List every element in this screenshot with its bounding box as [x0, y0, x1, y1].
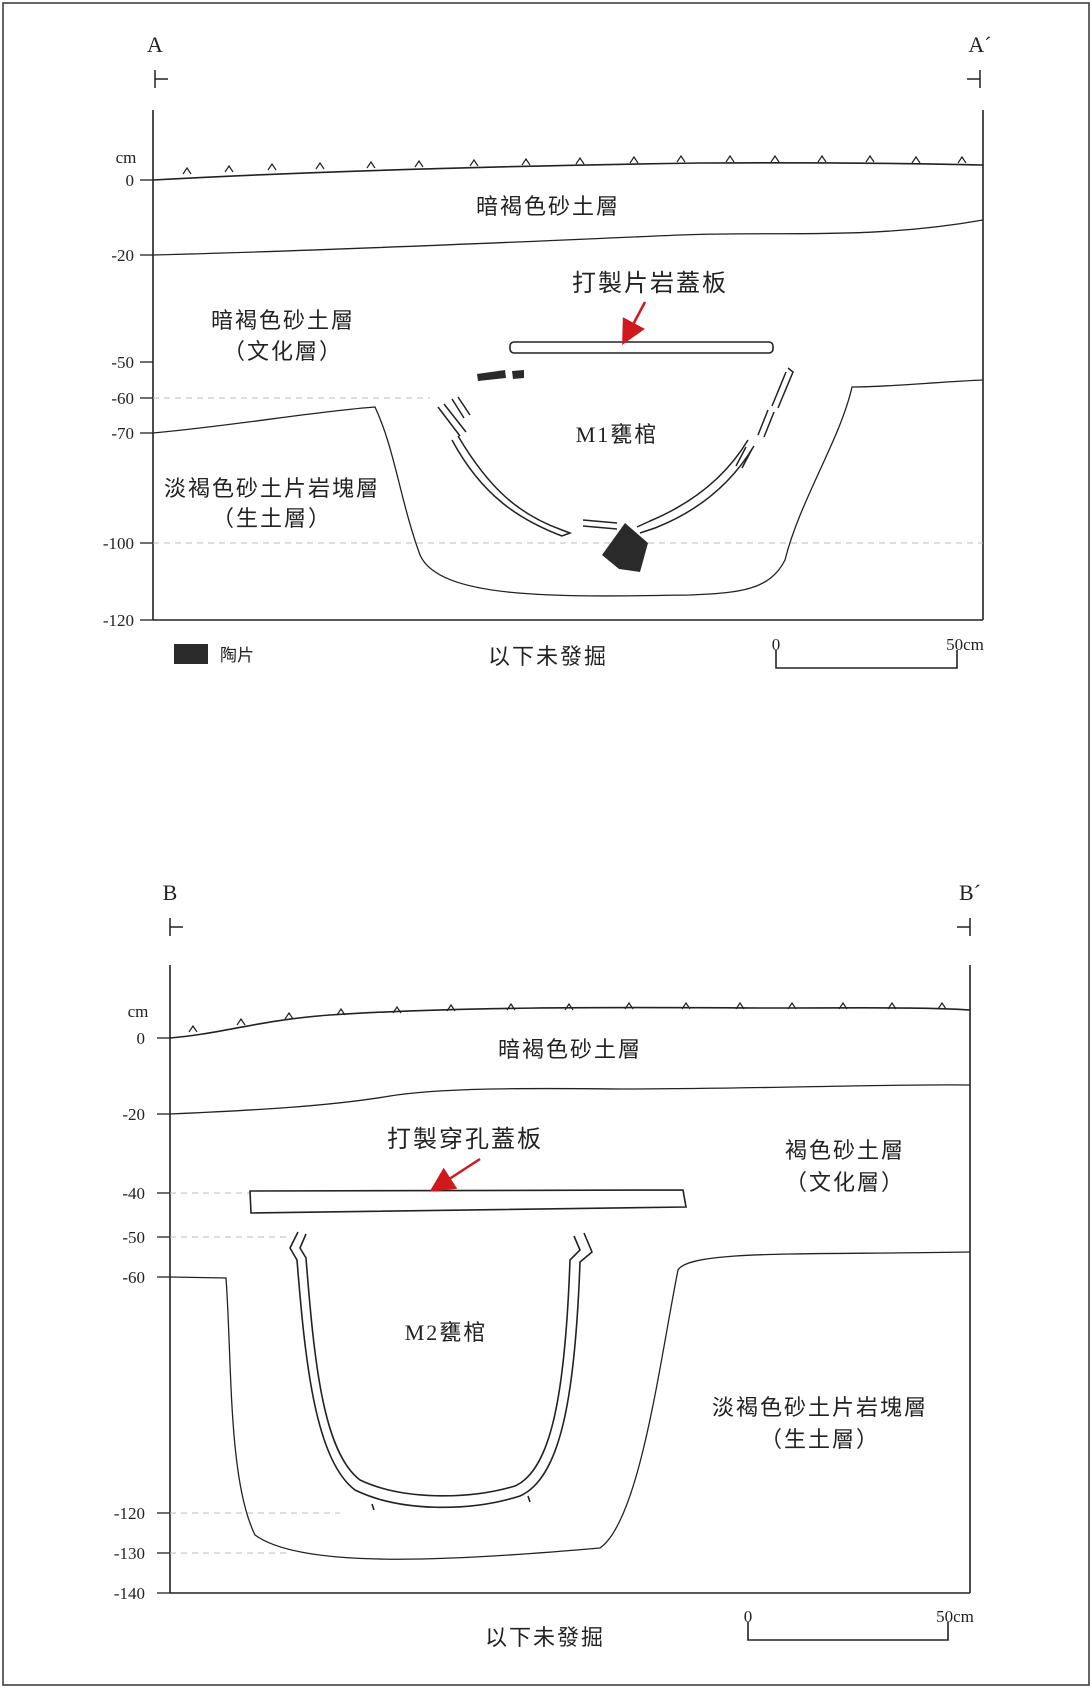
section-b-layer-culture-label: 褐色砂土層: [785, 1138, 905, 1163]
section-a-cover-slab: [509, 341, 774, 354]
section-b-start-marker: [169, 918, 183, 936]
section-a-tick-50: -50: [111, 353, 134, 372]
section-b-tick-50: -50: [122, 1228, 145, 1247]
section-b-tick-140: -140: [114, 1584, 145, 1603]
section-a-end-marker: [967, 70, 981, 88]
section-b-tick-130: -130: [114, 1544, 145, 1563]
section-a-layer-native-label: 淡褐色砂土片岩塊層: [164, 476, 380, 501]
section-a-sherd-upper: [477, 370, 524, 381]
section-b-scale-bar: [747, 1622, 949, 1641]
section-a-tick-100: -100: [103, 534, 134, 553]
section-b-tick-60: -60: [122, 1268, 145, 1287]
section-b-scale-end: 50cm: [936, 1607, 974, 1626]
section-b-layer-top-label: 暗褐色砂土層: [498, 1037, 642, 1062]
section-a-scale-end: 50cm: [946, 635, 984, 654]
section-b-tick-0: 0: [137, 1029, 146, 1048]
section-a-ground-surface: [152, 161, 984, 181]
section-a-cover-arrow: [622, 301, 647, 346]
section-a-layer-culture-sublabel: （文化層）: [223, 339, 343, 364]
section-a-pit-outline: [152, 379, 984, 597]
section-b-unit-label: cm: [128, 1002, 149, 1021]
section-b-grass-marks: [188, 1001, 947, 1033]
section-a-bottom-note: 以下未發掘: [488, 644, 608, 669]
section-a-layer-culture-label: 暗褐色砂土層: [211, 308, 355, 333]
section-a-unit-label: cm: [116, 148, 137, 167]
section-a-legend-label: 陶片: [220, 646, 254, 665]
section-a-jar-label: M1甕棺: [576, 422, 659, 447]
section-a-sherd-bottom: [602, 523, 648, 572]
section-b-ground-surface: [169, 1006, 971, 1039]
section-b-depth-axis: 0 -20 -40 -50 -60 -120 -130 -140: [114, 1029, 170, 1603]
section-b-start-label: B: [163, 880, 178, 905]
section-a-scale-start: 0: [772, 635, 781, 654]
section-b-layer-culture-sublabel: （文化層）: [785, 1170, 905, 1195]
section-a-tick-0: 0: [126, 171, 135, 190]
section-b-tick-20: -20: [122, 1105, 145, 1124]
section-b-layer-native-sublabel: （生土層）: [760, 1427, 880, 1452]
section-b-m2-jar: [289, 1231, 593, 1511]
section-b-cover-slab: [249, 1189, 687, 1214]
section-a-scale-bar: [775, 650, 958, 669]
section-b-tick-120: -120: [114, 1504, 145, 1523]
section-b-layer-native-label: 淡褐色砂土片岩塊層: [712, 1395, 928, 1420]
section-b-layer-boundary-20: [169, 1084, 971, 1115]
section-a-depth-axis: 0 -20 -50 -60 -70 -100 -120: [103, 171, 153, 630]
section-a-tick-60: -60: [111, 389, 134, 408]
section-a: A A´ cm 0 -20 -50 -60 -70 -100 -120: [103, 32, 992, 669]
section-a-m1-jar: [437, 367, 794, 537]
section-a-cover-label: 打製片岩蓋板: [572, 270, 728, 297]
section-a-end-label: A´: [968, 32, 991, 57]
section-b-tick-40: -40: [122, 1184, 145, 1203]
section-a-layer-native-sublabel: （生土層）: [212, 506, 332, 531]
section-a-start-marker: [154, 70, 168, 88]
section-a-layer-boundary-20: [152, 219, 984, 256]
section-b-end-label: B´: [959, 880, 981, 905]
section-b-cover-arrow: [429, 1157, 481, 1192]
section-b-scale-start: 0: [744, 1607, 753, 1626]
section-b-end-marker: [957, 918, 971, 936]
section-b: B B´ cm 0 -20 -40 -50 -60 -120 -130 -140: [114, 880, 981, 1650]
section-b-bottom-note: 以下未發掘: [485, 1625, 605, 1650]
section-b-cover-label: 打製穿孔蓋板: [387, 1126, 543, 1153]
section-b-jar-label: M2甕棺: [405, 1320, 488, 1345]
section-a-legend-swatch: [174, 644, 208, 664]
section-a-start-label: A: [147, 32, 163, 57]
section-a-tick-20: -20: [111, 246, 134, 265]
section-b-pit-outline: [169, 1251, 971, 1560]
section-a-tick-70: -70: [111, 424, 134, 443]
section-a-tick-120: -120: [103, 611, 134, 630]
section-a-layer-top-label: 暗褐色砂土層: [476, 194, 620, 219]
section-a-grass-marks: [182, 154, 967, 175]
